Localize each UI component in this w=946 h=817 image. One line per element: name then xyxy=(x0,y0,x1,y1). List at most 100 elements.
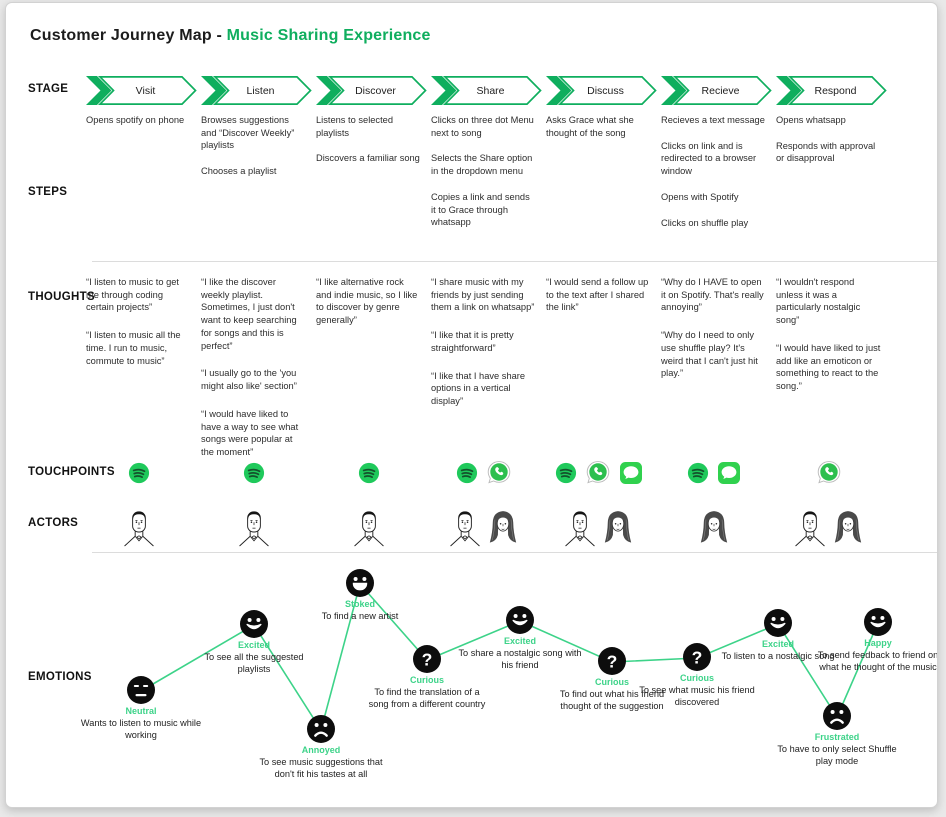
thought-item: “I would send a follow up to the text af… xyxy=(546,277,649,313)
spotify-icon xyxy=(128,462,149,484)
step-item: Asks Grace what she thought of the song xyxy=(546,115,634,138)
sad-face-icon xyxy=(823,702,851,730)
divider-steps-thoughts xyxy=(92,261,937,262)
emotion-desc: To find the translation of a song from a… xyxy=(368,687,486,709)
stage-label: Share xyxy=(476,84,505,97)
emotion-desc: To find out what his friend thought of t… xyxy=(559,689,665,711)
touchpoints-cell xyxy=(546,458,661,488)
step-item: Opens with Spotify xyxy=(661,191,739,202)
imessage-icon xyxy=(619,462,642,484)
row-label-thoughts: THOUGHTS xyxy=(28,291,95,303)
step-item: Clicks on three dot Menu next to song xyxy=(431,115,534,138)
happy-face-icon xyxy=(506,606,534,634)
spotify-icon xyxy=(687,462,708,484)
thought-item: “I listen to music to get me through cod… xyxy=(86,277,180,313)
emotion-desc: To find a new artist xyxy=(321,611,399,621)
female-actor-icon xyxy=(604,511,631,543)
step-item: Discovers a familiar song xyxy=(316,153,420,164)
emotion-label: Happy xyxy=(864,638,892,648)
step-item: Opens whatsapp xyxy=(776,115,846,125)
actors-cell xyxy=(661,501,776,549)
step-item: Recieves a text message xyxy=(661,115,765,125)
male-actor-icon xyxy=(564,511,595,547)
emotion-desc: To see what music his friend discovered xyxy=(639,685,755,707)
journey-map-card: Customer Journey Map - Music Sharing Exp… xyxy=(5,2,938,808)
emotion-label: Neutral xyxy=(125,706,157,716)
stage-recieve: Recieve xyxy=(661,76,776,110)
stage-label: Discover xyxy=(355,84,396,97)
steps-col: Browses suggestions and “Discover Weekly… xyxy=(201,114,316,242)
actors-cell xyxy=(431,501,546,549)
emotion-desc: To share a nostalgic song with his frien… xyxy=(458,648,582,670)
actors-cell xyxy=(316,501,431,549)
emotion-label: Curious xyxy=(679,673,714,683)
female-actor-icon xyxy=(700,511,727,543)
thought-item: “Why do I HAVE to open it on Spotify. Th… xyxy=(661,277,764,313)
thought-item: “Why do I need to only use shuffle play?… xyxy=(661,330,758,379)
step-item: Browses suggestions and “Discover Weekly… xyxy=(201,115,295,151)
row-label-touchpoints: TOUCHPOINTS xyxy=(28,466,115,478)
stage-label: Respond xyxy=(814,84,857,97)
touchpoints-cell xyxy=(201,458,316,488)
step-item: Listens to selected playlists xyxy=(316,115,394,138)
emotion-label: Excited xyxy=(503,636,536,646)
row-label-steps: STEPS xyxy=(28,186,68,198)
emotion-desc: To see music suggestions that don't fit … xyxy=(259,757,383,779)
male-actor-icon xyxy=(794,511,825,547)
female-actor-icon xyxy=(489,511,516,543)
emotion-node-curious: ? Curious To find the translation of a son… xyxy=(365,644,489,711)
emotion-node-excited: Excited To share a nostalgic song with hi… xyxy=(458,605,582,672)
spotify-icon xyxy=(456,462,477,484)
step-item: Clicks on shuffle play xyxy=(661,217,749,228)
thoughts-col: “I listen to music to get me through cod… xyxy=(86,276,201,474)
divider-actors-emotions xyxy=(92,552,937,553)
thoughts-col: “I like the discover weekly playlist. So… xyxy=(201,276,316,474)
spotify-icon xyxy=(555,462,576,484)
male-actor-icon xyxy=(449,511,480,547)
sad-face-icon xyxy=(307,715,335,743)
emotion-label: Frustrated xyxy=(814,732,860,742)
actors-cell xyxy=(546,501,661,549)
stage-label: Recieve xyxy=(701,84,740,97)
stage-label: Discuss xyxy=(587,84,624,97)
emotion-desc: To listen to a nostalgic song xyxy=(721,651,835,661)
row-label-actors: ACTORS xyxy=(28,517,79,529)
stage-arrow-icon xyxy=(776,76,887,105)
emotion-desc: Wants to listen to music while working xyxy=(80,718,202,740)
spotify-icon xyxy=(358,462,379,484)
emotion-desc: To see all the suggested playlists xyxy=(204,652,304,674)
stage-visit: Visit xyxy=(86,76,201,110)
touchpoints-cell xyxy=(86,458,201,488)
male-actor-icon xyxy=(353,511,384,547)
step-item: Chooses a playlist xyxy=(201,166,277,177)
stage-arrow-icon xyxy=(431,76,542,105)
male-actor-icon xyxy=(123,511,154,547)
stage-arrow-icon xyxy=(546,76,657,105)
female-actor-icon xyxy=(834,511,861,543)
stage-row: Visit Listen Discover Share Discuss Reci… xyxy=(86,76,891,110)
step-item: Selects the Share option in the dropdown… xyxy=(431,153,533,177)
whatsapp-icon xyxy=(487,461,510,484)
title-prefix: Customer Journey Map - xyxy=(30,27,227,44)
stage-discover: Discover xyxy=(316,76,431,110)
thought-item: “I share music with my friends by just s… xyxy=(431,277,535,313)
thoughts-col: “I would send a follow up to the text af… xyxy=(546,276,661,474)
whatsapp-icon xyxy=(817,461,840,484)
thoughts-col: “Why do I HAVE to open it on Spotify. Th… xyxy=(661,276,776,474)
thoughts-col: “I like alternative rock and indie music… xyxy=(316,276,431,474)
emotion-label: Excited xyxy=(237,640,270,650)
emotion-label: Curious xyxy=(409,675,444,685)
thoughts-col: “I wouldn't respond unless it was a part… xyxy=(776,276,891,474)
thought-item: “I wouldn't respond unless it was a part… xyxy=(776,277,861,326)
thought-item: “I like alternative rock and indie music… xyxy=(316,277,418,326)
svg-text:?: ? xyxy=(422,650,433,670)
thought-item: “I listen to music all the time. I run t… xyxy=(86,330,181,366)
svg-text:?: ? xyxy=(607,652,618,672)
stage-discuss: Discuss xyxy=(546,76,661,110)
